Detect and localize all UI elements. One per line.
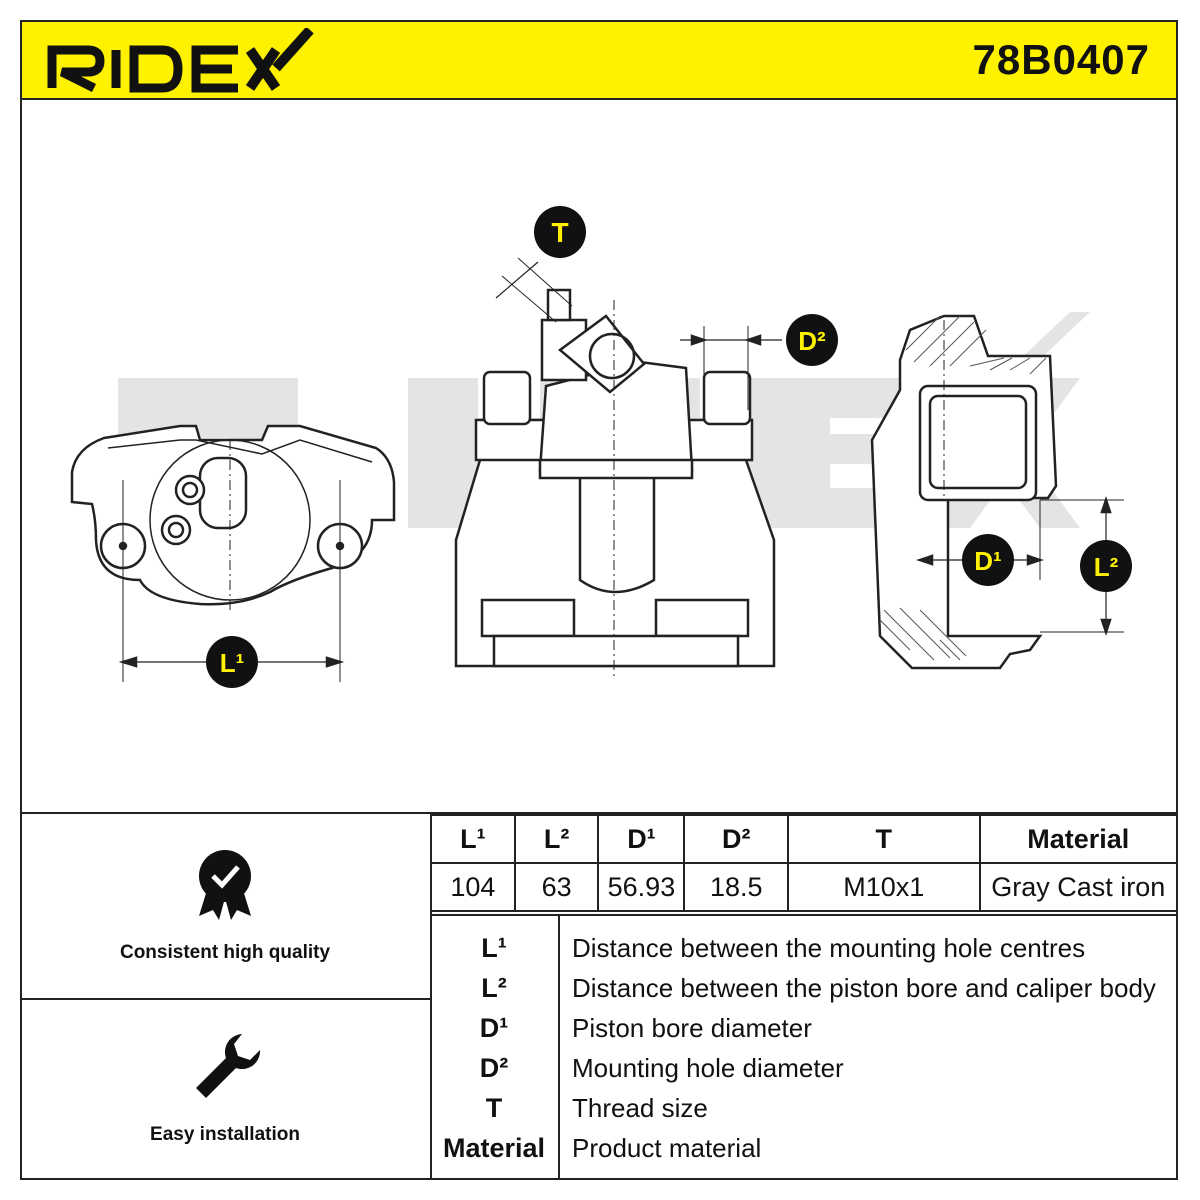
spec-value: 104 <box>430 862 516 912</box>
legend-desc: Distance between the piston bore and cal… <box>572 973 1156 1003</box>
legend-desc: Thread size <box>572 1093 708 1123</box>
legend-key: L¹ <box>481 933 507 963</box>
legend-desc: Product material <box>572 1133 762 1163</box>
spec-header: T <box>787 814 981 864</box>
svg-text:D¹: D¹ <box>974 546 1001 576</box>
spec-value: 63 <box>513 862 600 912</box>
badge-l1: L¹ <box>206 636 258 688</box>
caliper-front-view <box>70 424 396 682</box>
legend-row: T Thread size <box>430 1088 1176 1128</box>
badge-t: T <box>534 206 586 258</box>
legend-row: D¹ Piston bore diameter <box>430 1008 1176 1048</box>
badge-d1: D¹ <box>962 534 1014 586</box>
feature-quality: Consistent high quality <box>20 814 430 1000</box>
quality-badge-icon <box>199 850 251 920</box>
legend-desc: Mounting hole diameter <box>572 1053 844 1083</box>
spec-value: Gray Cast iron <box>978 862 1178 912</box>
caliper-section-view <box>870 314 1124 670</box>
specs-header-row: L¹ L² D¹ D² T Material <box>430 814 1178 864</box>
badge-d2: D² <box>786 314 838 366</box>
specs-table: L¹ L² D¹ D² T Material 104 63 56.93 18.5… <box>430 814 1178 912</box>
header-bar: 78B0407 <box>20 20 1178 100</box>
legend-key: L² <box>481 973 507 1003</box>
svg-text:T: T <box>551 217 568 248</box>
legend-table: L¹ Distance between the mounting hole ce… <box>430 914 1176 1180</box>
feature-installation-label: Easy installation <box>150 1124 300 1145</box>
spec-header: D¹ <box>597 814 686 864</box>
spec-header: Material <box>978 814 1178 864</box>
features-panel: Consistent high quality Easy installatio… <box>20 814 432 1180</box>
part-number: 78B0407 <box>972 36 1150 83</box>
spec-value: 18.5 <box>683 862 790 912</box>
ridex-logo <box>47 28 314 93</box>
technical-drawing: T D² L¹ D¹ L² <box>70 206 1132 688</box>
svg-text:D²: D² <box>798 326 826 356</box>
legend-row: Material Product material <box>430 1128 1176 1168</box>
legend-top-border <box>430 914 1176 916</box>
legend-row: L¹ Distance between the mounting hole ce… <box>430 928 1176 968</box>
spec-value: M10x1 <box>787 862 981 912</box>
spec-value: 56.93 <box>597 862 686 912</box>
svg-text:L²: L² <box>1094 552 1119 582</box>
legend-desc: Piston bore diameter <box>572 1013 812 1043</box>
outer-frame <box>20 20 1178 1180</box>
badge-l2: L² <box>1080 540 1132 592</box>
spec-header: L¹ <box>430 814 516 864</box>
spec-header: L² <box>513 814 600 864</box>
legend-key: D¹ <box>479 1013 509 1043</box>
feature-quality-label: Consistent high quality <box>119 942 331 963</box>
spec-header: D² <box>683 814 790 864</box>
caliper-side-view <box>454 257 782 680</box>
legend-row: D² Mounting hole diameter <box>430 1048 1176 1088</box>
specs-value-row: 104 63 56.93 18.5 M10x1 Gray Cast iron <box>430 862 1178 912</box>
legend-key: Material <box>442 1133 546 1163</box>
wrench-icon <box>196 1034 261 1098</box>
legend-divider <box>558 914 560 1180</box>
legend-key: D² <box>479 1053 509 1083</box>
legend-row: L² Distance between the piston bore and … <box>430 968 1176 1008</box>
legend-desc: Distance between the mounting hole centr… <box>572 933 1086 963</box>
svg-text:L¹: L¹ <box>220 648 245 678</box>
legend-key: T <box>485 1093 503 1123</box>
info-section: Consistent high quality Easy installatio… <box>20 812 1178 1182</box>
feature-installation: Easy installation <box>20 1000 430 1180</box>
